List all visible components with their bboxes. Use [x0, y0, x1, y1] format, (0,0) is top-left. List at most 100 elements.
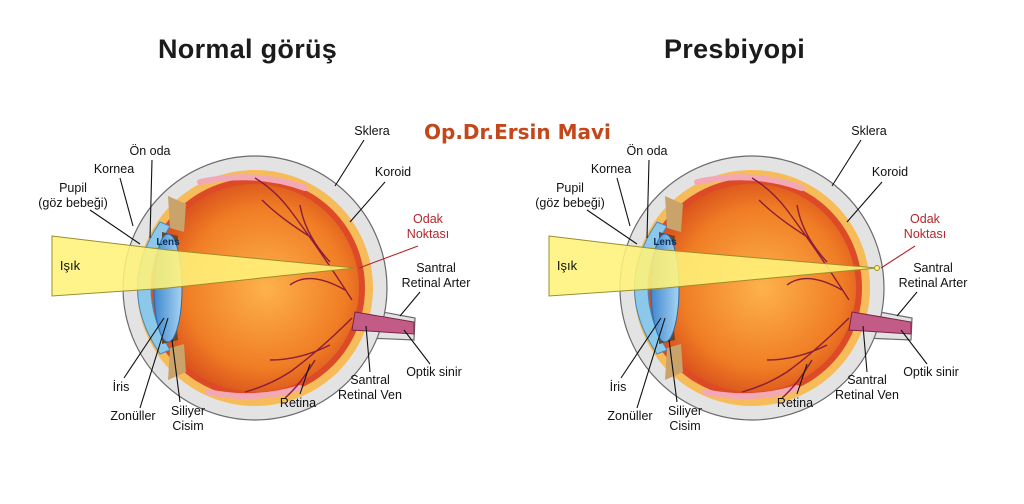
label-zonuller: Zonüller — [110, 409, 155, 423]
leader-kornea — [616, 177, 631, 227]
blood-vessel-5 — [284, 359, 316, 399]
blood-vessel-6 — [289, 277, 346, 291]
leader-odak — [880, 245, 916, 269]
optic-nerve — [848, 311, 912, 335]
blood-vessel-2 — [758, 199, 810, 239]
leader-odak — [358, 245, 419, 269]
label-odak-1: Odak — [413, 212, 444, 226]
watermark-text: Op.Dr.Ersin Mavi — [424, 120, 611, 144]
label-pupil-2: (göz bebeği) — [535, 196, 605, 210]
label-arter-1: Santral — [913, 261, 953, 275]
label-retina: Retina — [280, 396, 316, 410]
optic-nerve — [351, 311, 415, 335]
label-optik: Optik sinir — [903, 365, 959, 379]
label-siliyer-2: Cisim — [669, 419, 700, 433]
blood-vessel-5 — [781, 359, 813, 399]
label-zonuller: Zonüller — [607, 409, 652, 423]
label-iris: İris — [113, 380, 130, 394]
lens-label: Lens — [156, 237, 180, 248]
blood-vessel-3 — [741, 317, 850, 393]
retina-highlight-bottom — [205, 385, 303, 400]
light-beam — [548, 235, 878, 297]
leader-kornea — [119, 177, 134, 227]
label-ven-1: Santral — [350, 373, 390, 387]
label-siliyer-1: Siliyer — [171, 404, 205, 418]
label-arter-2: Retinal Arter — [899, 276, 968, 290]
label-isik: Işık — [557, 258, 578, 273]
retina-highlight-top — [197, 174, 308, 191]
label-siliyer-2: Cisim — [172, 419, 203, 433]
focal-point — [874, 265, 880, 271]
leader-siliyer — [668, 339, 678, 403]
leader-iris — [620, 317, 662, 379]
label-pupil-2: (göz bebeği) — [38, 196, 108, 210]
ciliary-body-lower — [168, 344, 186, 380]
leader-on-oda — [149, 159, 153, 239]
leader-zonuller — [139, 317, 169, 409]
label-on-oda: Ön oda — [626, 144, 667, 158]
vitreous-body — [151, 184, 359, 392]
label-on-oda: Ön oda — [129, 144, 170, 158]
blood-vessel-2 — [261, 199, 313, 239]
ciliary-body-lower — [665, 344, 683, 380]
label-ven-1: Santral — [847, 373, 887, 387]
leader-arter — [399, 291, 421, 317]
blood-vessel-1 — [796, 204, 828, 263]
leader-siliyer — [171, 339, 181, 403]
label-kornea: Kornea — [591, 162, 631, 176]
leader-optik — [900, 329, 928, 365]
leader-pupil — [586, 209, 638, 245]
leader-pupil — [89, 209, 141, 245]
label-kornea: Kornea — [94, 162, 134, 176]
leader-sklera — [334, 139, 365, 187]
leader-koroid — [846, 181, 883, 223]
leader-sklera — [831, 139, 862, 187]
light-beam — [51, 235, 356, 297]
leader-ven — [365, 325, 371, 373]
label-optik: Optik sinir — [406, 365, 462, 379]
label-pupil-1: Pupil — [556, 181, 584, 195]
label-arter-2: Retinal Arter — [402, 276, 471, 290]
blood-vessel-0 — [751, 177, 850, 301]
leader-arter — [896, 291, 918, 317]
leader-on-oda — [646, 159, 650, 239]
label-koroid: Koroid — [872, 165, 908, 179]
label-pupil-1: Pupil — [59, 181, 87, 195]
blood-vessel-3 — [244, 317, 353, 393]
blood-vessel-4 — [766, 344, 828, 361]
label-odak-2: Noktası — [407, 227, 449, 241]
blood-vessel-1 — [299, 204, 331, 263]
leader-zonuller — [636, 317, 666, 409]
label-koroid: Koroid — [375, 165, 411, 179]
ciliary-body-upper — [168, 196, 186, 232]
retina-highlight-top — [694, 174, 805, 191]
label-arter-1: Santral — [416, 261, 456, 275]
leader-iris — [123, 317, 165, 379]
leader-retina — [796, 363, 808, 395]
panel-title-presbyopia: Presbiyopi — [664, 34, 806, 64]
blood-vessel-4 — [269, 344, 331, 361]
label-sklera: Sklera — [354, 124, 389, 138]
label-isik: Işık — [60, 258, 81, 273]
leader-ven — [862, 325, 868, 373]
lens-label: Lens — [653, 237, 677, 248]
blood-vessel-0 — [254, 177, 353, 301]
vitreous-body — [648, 184, 856, 392]
label-iris: İris — [610, 380, 627, 394]
label-odak-1: Odak — [910, 212, 941, 226]
ciliary-body-upper — [665, 196, 683, 232]
label-ven-2: Retinal Ven — [835, 388, 899, 402]
label-siliyer-1: Siliyer — [668, 404, 702, 418]
panel-title-normal: Normal görüş — [158, 34, 338, 64]
label-sklera: Sklera — [851, 124, 886, 138]
blood-vessel-6 — [786, 277, 843, 291]
leader-optik — [403, 329, 431, 365]
leader-retina — [299, 363, 311, 395]
label-odak-2: Noktası — [904, 227, 946, 241]
retina-highlight-bottom — [702, 385, 800, 400]
label-ven-2: Retinal Ven — [338, 388, 402, 402]
label-retina: Retina — [777, 396, 813, 410]
